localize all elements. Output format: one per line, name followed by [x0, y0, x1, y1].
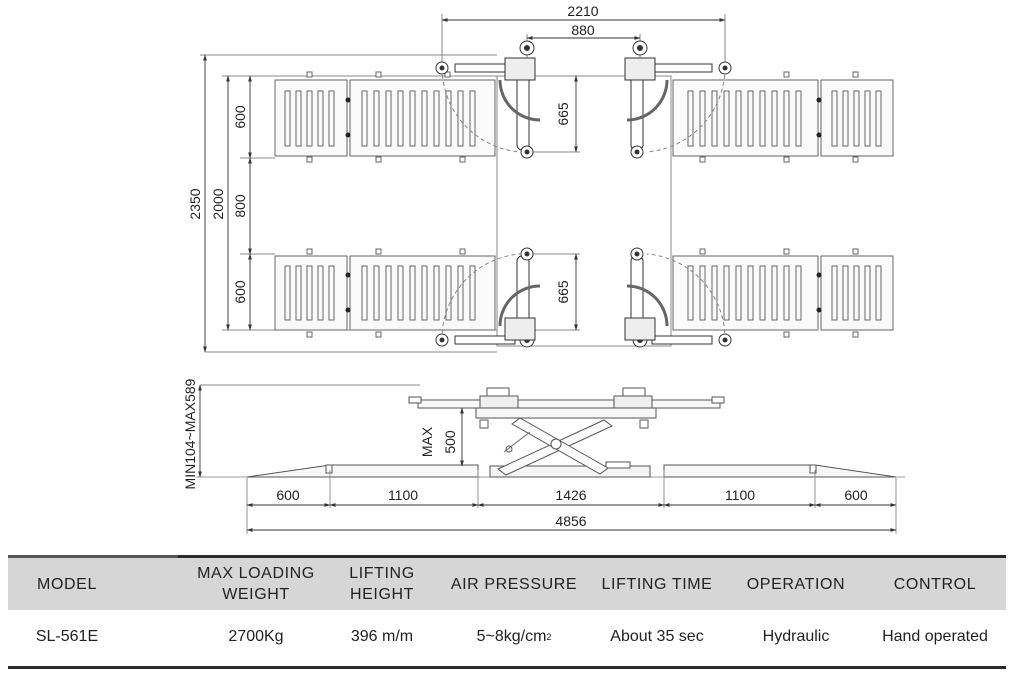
- dim-arm-length-lower: 665: [555, 280, 571, 304]
- side-view-dimension-labels: MIN104~MAX589 MAX 500 600 1100 1426 1100…: [182, 378, 868, 529]
- header-control: CONTROL: [870, 558, 1000, 610]
- value-lifting-time-text: About 35 sec: [610, 628, 704, 645]
- header-lifting-height-line1: LIFTING: [349, 565, 415, 582]
- dim-platform-width-lower: 600: [232, 280, 248, 304]
- header-lifting-time-label: LIFTING TIME: [601, 575, 713, 593]
- header-operation: OPERATION: [736, 558, 856, 610]
- swing-arm-upper-right: [624, 40, 732, 159]
- side-view-dimension-lines: [198, 384, 897, 534]
- dim-platform-right: 1100: [725, 487, 755, 503]
- dim-platform-gap: 800: [232, 194, 248, 218]
- value-operation: Hydraulic: [736, 617, 856, 657]
- header-lifting-height: LIFTING HEIGHT: [338, 558, 426, 610]
- dim-ramp-left: 600: [276, 487, 300, 503]
- dim-total-length: 4856: [555, 513, 586, 529]
- dim-height-range: MIN104~MAX589: [182, 378, 198, 489]
- value-lifting-height: 396 m/m: [338, 617, 426, 657]
- spec-table: MODEL MAX LOADING WEIGHT LIFTING HEIGHT …: [8, 555, 1006, 673]
- platform-upper-right: [672, 79, 894, 157]
- spec-table-header: MODEL MAX LOADING WEIGHT LIFTING HEIGHT …: [8, 555, 1006, 610]
- value-control: Hand operated: [870, 617, 1000, 657]
- platform-lower-left: [274, 255, 496, 331]
- dim-ramp-right: 600: [844, 487, 868, 503]
- platform-upper-left: [274, 79, 496, 157]
- table-bottom-rule: [8, 666, 1006, 669]
- swing-arm-lower-left: [435, 247, 541, 348]
- value-max-loading: 2700Kg: [186, 617, 326, 657]
- dim-max-value: 500: [442, 430, 458, 454]
- dim-platform-left: 1100: [388, 487, 418, 503]
- dim-max-label: MAX: [419, 426, 435, 457]
- header-max-loading-line2: WEIGHT: [222, 586, 290, 603]
- top-view-dimension-lines: [203, 18, 726, 353]
- technical-drawing: 2210 880 665 665 2350 2000 600 800 600: [182, 3, 905, 534]
- mounting-brackets: [306, 71, 859, 338]
- dim-arm-length-upper: 665: [555, 102, 571, 126]
- value-model-text: SL-561E: [35, 628, 99, 645]
- header-lifting-time: LIFTING TIME: [592, 558, 722, 610]
- swing-arm-upper-left: [435, 40, 541, 159]
- platform-lower-right: [672, 255, 894, 331]
- header-max-loading-line1: MAX LOADING: [197, 565, 315, 582]
- header-operation-label: OPERATION: [746, 575, 846, 593]
- dim-center: 1426: [555, 487, 586, 503]
- header-air-pressure: AIR PRESSURE: [440, 558, 588, 610]
- header-lifting-height-line2: HEIGHT: [349, 586, 415, 603]
- header-accent: [8, 555, 178, 558]
- dim-overall-length: 2350: [187, 188, 203, 219]
- value-air-pressure-exponent: 2: [546, 632, 552, 642]
- value-operation-text: Hydraulic: [762, 628, 830, 645]
- value-max-loading-text: 2700Kg: [228, 628, 284, 645]
- dim-span-length: 2000: [210, 188, 226, 219]
- header-model-label: MODEL: [37, 575, 97, 593]
- header-air-pressure-label: AIR PRESSURE: [450, 575, 578, 593]
- value-air-pressure-text: 5~8kg/cm: [476, 628, 547, 645]
- swing-arm-lower-right: [624, 247, 732, 348]
- header-control-label: CONTROL: [893, 575, 977, 593]
- top-view-dimension-labels: 2210 880 665 665 2350 2000 600 800 600: [187, 3, 599, 304]
- value-control-text: Hand operated: [882, 628, 988, 645]
- header-model: MODEL: [8, 558, 126, 610]
- header-max-loading: MAX LOADING WEIGHT: [186, 558, 326, 610]
- side-view: [196, 387, 905, 478]
- dim-overall-width: 2210: [567, 3, 598, 19]
- value-lifting-height-text: 396 m/m: [350, 628, 414, 645]
- dim-inner-width: 880: [571, 22, 595, 38]
- value-model: SL-561E: [8, 617, 126, 657]
- value-lifting-time: About 35 sec: [592, 617, 722, 657]
- dim-platform-width-upper: 600: [232, 105, 248, 129]
